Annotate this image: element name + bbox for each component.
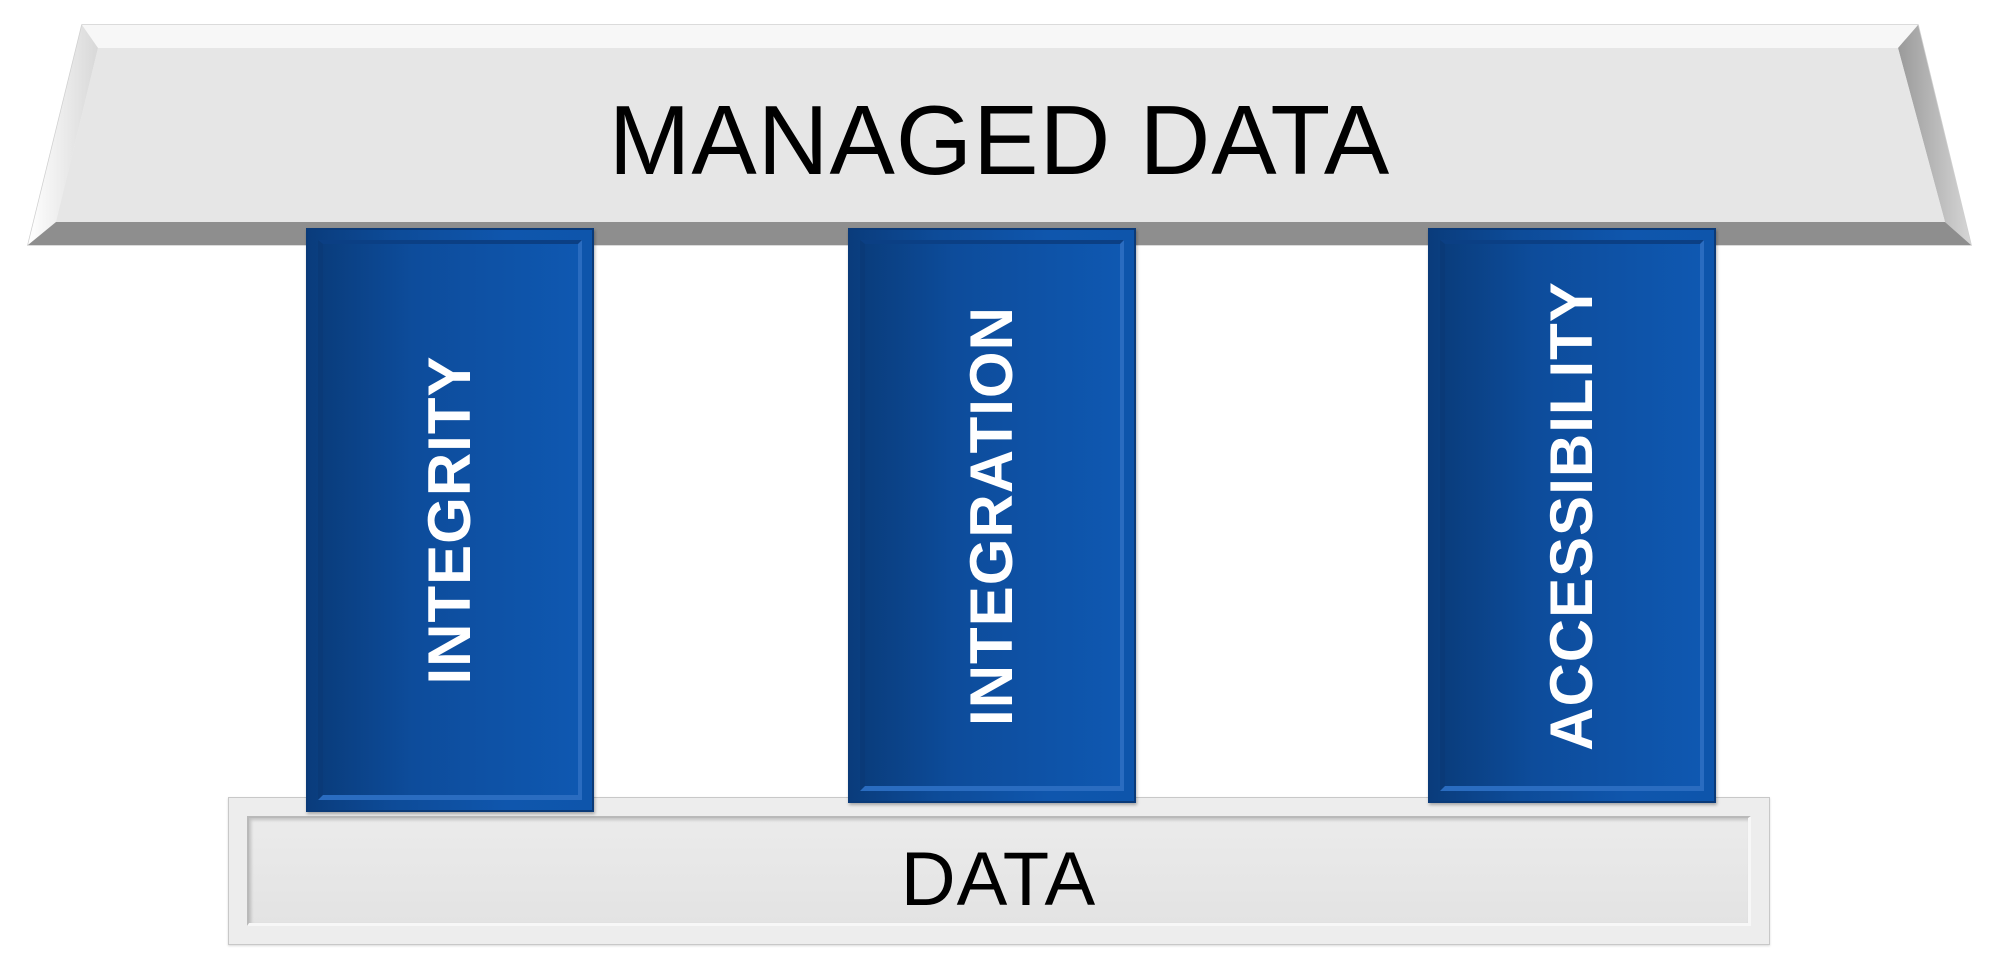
roof-title: MANAGED DATA: [608, 85, 1391, 195]
foundation-face: DATA: [247, 816, 1751, 926]
pillar-label-accessibility: ACCESSIBILITY: [1538, 280, 1605, 751]
pillar-integrity: INTEGRITY: [306, 228, 594, 812]
pillar-bevel: [1440, 240, 1704, 791]
pillar-bevel: [860, 240, 1124, 791]
pillar-integration: INTEGRATION: [848, 228, 1136, 803]
pillar-accessibility: ACCESSIBILITY: [1428, 228, 1716, 803]
foundation-label: DATA: [900, 837, 1097, 922]
pillar-label-integrity: INTEGRITY: [416, 355, 483, 685]
roof-shape: [27, 24, 1972, 246]
pillar-label-integration: INTEGRATION: [958, 305, 1025, 726]
pillar-bevel: [318, 240, 582, 800]
foundation-block: DATA: [228, 797, 1770, 945]
